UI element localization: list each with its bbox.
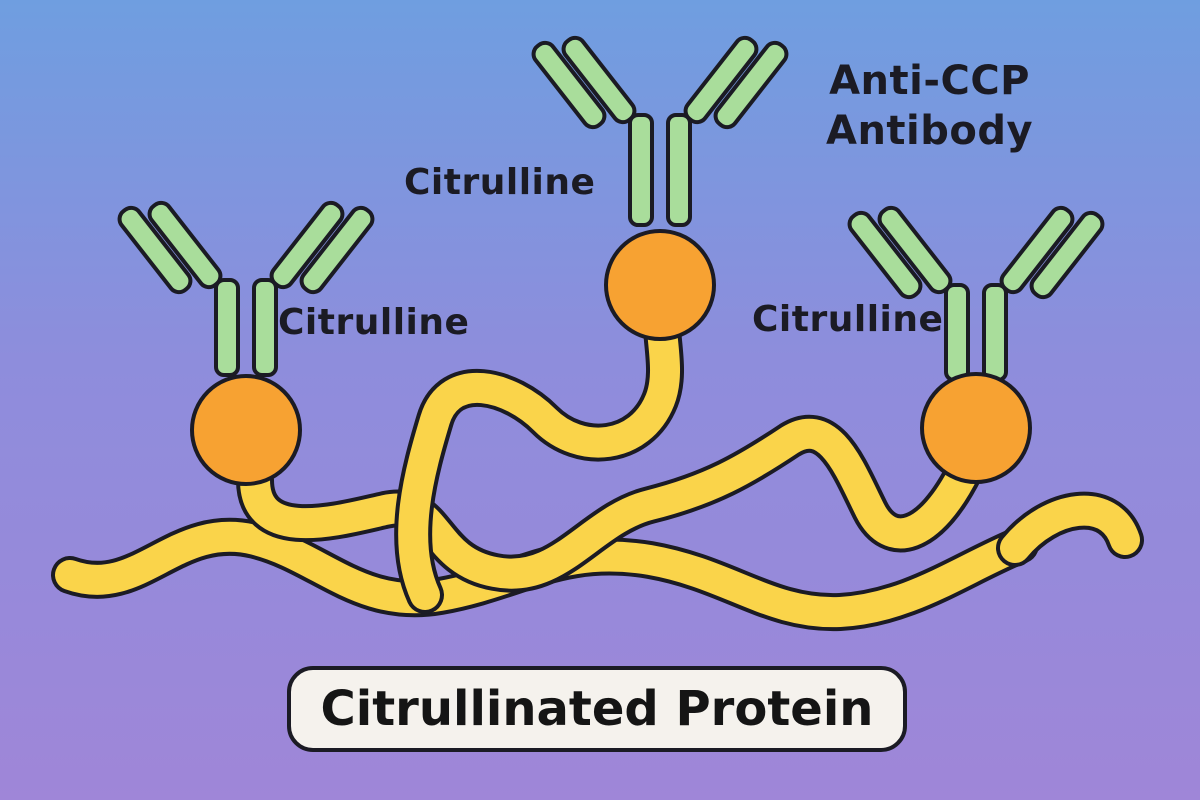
citrulline-label-middle: Citrulline [404,162,596,203]
antibody-label-line2: Antibody [826,108,1034,154]
diagram-title: Citrullinated Protein [287,666,907,752]
citrulline-residue-middle [604,229,716,341]
citrulline-label-right: Citrulline [752,299,944,340]
antibody-right [847,205,1105,382]
antibody-middle [531,35,789,227]
protein-chain [51,306,1144,632]
antibody-label: Anti-CCP Antibody [826,56,1033,156]
citrulline-residue-right [920,372,1032,484]
antibody-left [117,200,375,377]
antibody-label-line1: Anti-CCP [829,58,1030,104]
citrulline-label-left: Citrulline [278,302,470,343]
citrulline-residue-left [190,374,302,486]
